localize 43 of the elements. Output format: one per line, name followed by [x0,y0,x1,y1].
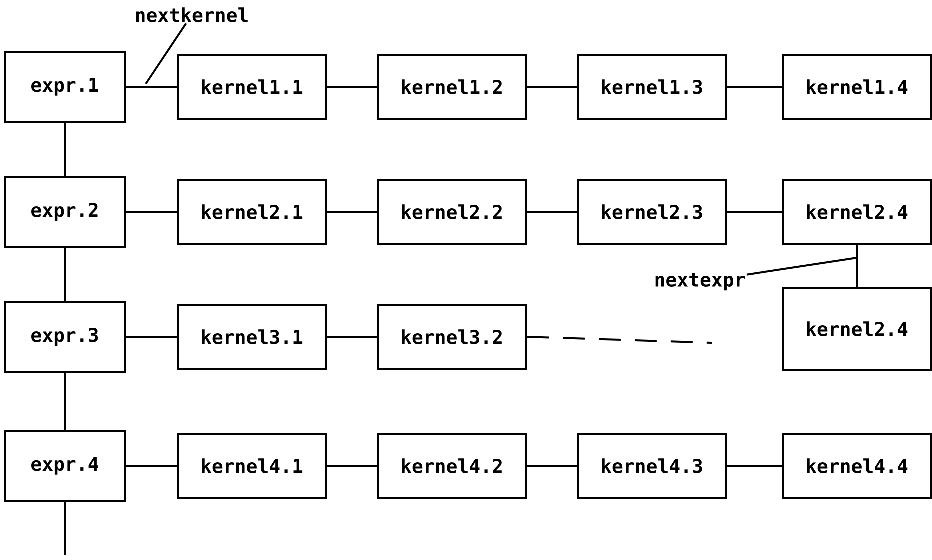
connector-line [527,211,577,213]
record-box: kernel1.1 [177,54,327,120]
pointer-label: nextexpr [656,273,745,291]
connector-line [327,86,377,88]
connector-line [126,86,177,88]
record-box: kernel3.2 [377,304,527,370]
record-box: kernel2.2 [377,179,527,245]
connector-line [126,336,177,338]
record-box: kernel4.1 [177,433,327,499]
connector-line [126,465,177,467]
leader-line [145,23,188,85]
connector-line [527,465,577,467]
connector-line [856,245,858,287]
connector-line [327,211,377,213]
pointer-label: nextkernel [136,8,248,22]
record-box: kernel2.3 [577,179,727,245]
record-box: kernel4.2 [377,433,527,499]
record-box: expr.4 [4,430,126,502]
record-box: kernel4.3 [577,433,727,499]
connector-line [526,336,712,344]
record-box: kernel1.2 [377,54,527,120]
connector-line [527,86,577,88]
connector-line [64,373,66,430]
record-box: kernel2.4 [782,287,932,371]
connector-line [327,336,377,338]
connector-line [727,465,782,467]
connector-line [727,211,782,213]
record-box: kernel3.1 [177,304,327,370]
record-box: kernel1.3 [577,54,727,120]
connector-line [327,465,377,467]
connector-line [126,211,177,213]
connector-line [64,123,66,176]
connector-line [64,248,66,301]
record-box: kernel2.4 [782,179,932,245]
record-box: expr.3 [4,301,126,373]
connector-line [727,86,782,88]
record-box: kernel2.1 [177,179,327,245]
record-box: expr.2 [4,176,126,248]
record-box: kernel1.4 [782,54,932,120]
leader-line [746,257,858,276]
record-box: kernel4.4 [782,433,932,499]
record-box: expr.1 [4,51,126,123]
connector-line [64,502,66,555]
